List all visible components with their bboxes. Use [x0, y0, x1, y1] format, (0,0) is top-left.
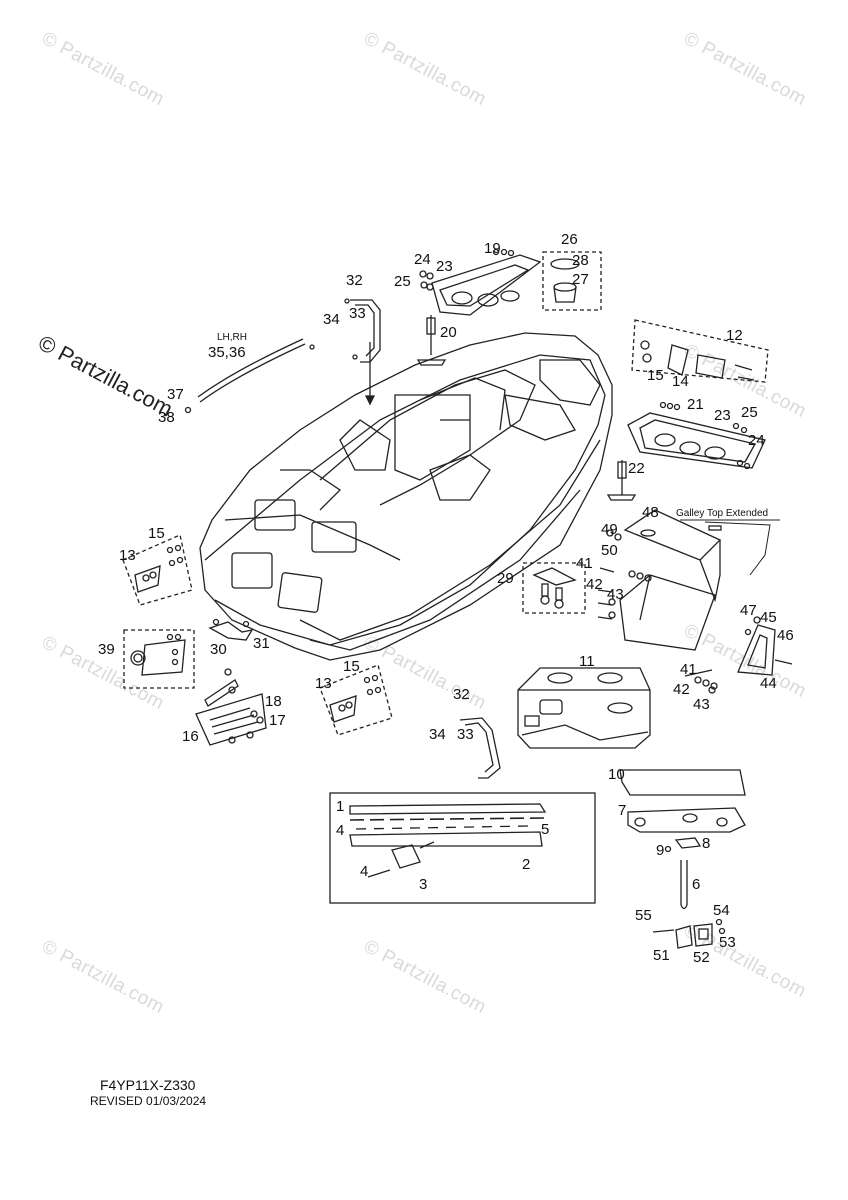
callout-33: 33 — [349, 305, 366, 322]
callout-28: 28 — [572, 252, 589, 269]
callout-5: 5 — [541, 821, 550, 838]
callout-44: 44 — [760, 675, 777, 692]
galley-top-extended-note: Galley Top Extended — [676, 508, 769, 519]
callout-21: 21 — [687, 396, 704, 413]
callout-34: 34 — [429, 726, 446, 743]
callout-31: 31 — [253, 635, 270, 652]
callout-13: 13 — [315, 675, 332, 692]
callout-55: 55 — [635, 907, 652, 924]
revised-date: REVISED 01/03/2024 — [90, 1094, 207, 1108]
callout-24: 24 — [748, 432, 765, 449]
callout-8: 8 — [702, 835, 711, 852]
callout-7: 7 — [618, 802, 627, 819]
callout-15: 15 — [148, 525, 165, 542]
callout-20: 20 — [440, 324, 457, 341]
callout-54: 54 — [713, 902, 730, 919]
callout-27: 27 — [572, 271, 589, 288]
boat-hull-drawing — [199, 332, 613, 661]
callout-19: 19 — [484, 240, 501, 257]
callout-23: 23 — [714, 407, 731, 424]
callout-53: 53 — [719, 934, 736, 951]
callout-25: 25 — [741, 404, 758, 421]
callout-33: 33 — [457, 726, 474, 743]
callout-52: 52 — [693, 949, 710, 966]
callout-6: 6 — [692, 876, 701, 893]
callout-3: 3 — [419, 876, 428, 893]
callout-4: 4 — [336, 822, 345, 839]
callout-23: 23 — [436, 258, 453, 275]
diagram-code: F4YP11X-Z330 — [100, 1077, 196, 1093]
callout-42: 42 — [586, 576, 603, 593]
callout-9: 9 — [656, 842, 665, 859]
callout-22: 22 — [628, 460, 645, 477]
callout-14: 14 — [672, 373, 689, 390]
callout-45: 45 — [760, 609, 777, 626]
callout-17: 17 — [269, 712, 286, 729]
callout-42: 42 — [673, 681, 690, 698]
callout-4: 4 — [360, 863, 369, 880]
callout-13: 13 — [119, 547, 136, 564]
callout-38: 38 — [158, 409, 175, 426]
callout-24: 24 — [414, 251, 431, 268]
callout-12: 12 — [726, 327, 743, 344]
callout-29: 29 — [497, 570, 514, 587]
callout-11: 11 — [579, 653, 595, 670]
callout-lhrh: LH,RH — [217, 332, 248, 343]
callout-1: 1 — [336, 798, 345, 815]
callout-10: 10 — [608, 766, 625, 783]
callout-48: 48 — [642, 504, 659, 521]
callout-35-36: 35,36 — [208, 344, 246, 361]
callout-47: 47 — [740, 602, 757, 619]
callout-32: 32 — [346, 272, 363, 289]
callout-37: 37 — [167, 386, 184, 403]
callout-41: 41 — [576, 555, 593, 572]
callout-41: 41 — [680, 661, 697, 678]
callout-25: 25 — [394, 273, 411, 290]
callout-32: 32 — [453, 686, 470, 703]
callout-51: 51 — [653, 947, 670, 964]
callout-50: 50 — [601, 542, 618, 559]
callout-43: 43 — [607, 586, 624, 603]
callout-46: 46 — [777, 627, 794, 644]
callout-18: 18 — [265, 693, 282, 710]
callout-15: 15 — [343, 658, 360, 675]
callout-43: 43 — [693, 696, 710, 713]
callout-34: 34 — [323, 311, 340, 328]
callout-49: 49 — [601, 521, 618, 538]
callout-39: 39 — [98, 641, 115, 658]
callout-15: 15 — [647, 367, 664, 384]
callout-26: 26 — [561, 231, 578, 248]
callout-16: 16 — [182, 728, 199, 745]
callout-30: 30 — [210, 641, 227, 658]
callout-2: 2 — [522, 856, 531, 873]
